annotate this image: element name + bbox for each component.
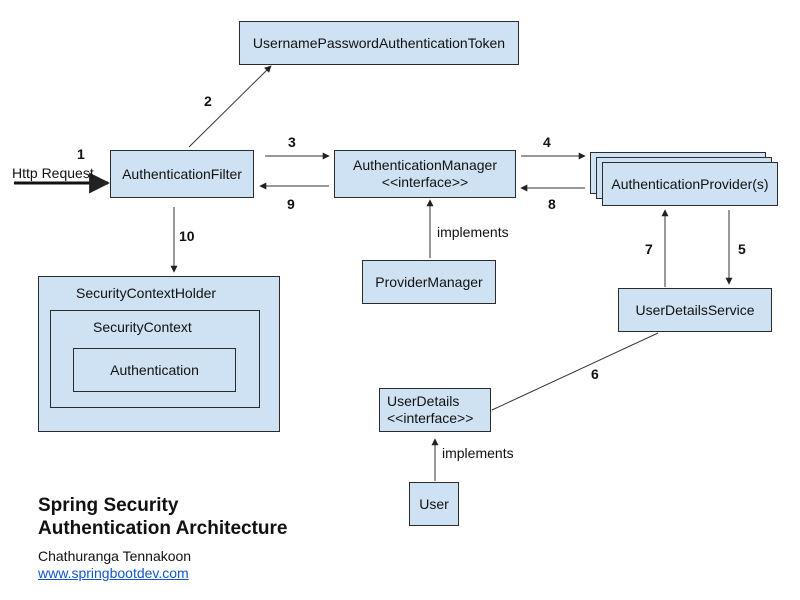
token-box: UsernamePasswordAuthenticationToken (239, 21, 519, 65)
authentication-filter-label: AuthenticationFilter (122, 165, 242, 182)
title-line-1: Spring Security (38, 495, 179, 516)
step-7: 7 (645, 241, 653, 257)
step-2: 2 (204, 93, 212, 109)
step-6: 6 (591, 366, 599, 382)
author-name: Chathuranga Tennakoon (38, 548, 192, 564)
step-10: 10 (179, 228, 195, 244)
authentication-box: Authentication (73, 348, 236, 392)
provider-manager-label: ProviderManager (375, 273, 483, 290)
authentication-manager-stereotype: <<interface>> (381, 174, 469, 190)
edge-6 (491, 332, 659, 411)
step-1: 1 (77, 146, 85, 162)
authentication-label: Authentication (110, 361, 199, 378)
authentication-filter-box: AuthenticationFilter (110, 150, 254, 198)
security-context-label: SecurityContext (93, 319, 192, 335)
user-details-stereotype: <<interface>> (387, 410, 474, 426)
title-line-2: Authentication Architecture (38, 518, 288, 539)
author-block: Chathuranga Tennakoon www.springbootdev.… (38, 548, 191, 582)
edge-2 (188, 65, 272, 148)
token-label: UsernamePasswordAuthenticationToken (252, 34, 506, 51)
authentication-manager-box: AuthenticationManager <<interface>> (334, 150, 516, 198)
security-context-holder-label: SecurityContextHolder (76, 285, 217, 301)
http-request-label: Http Request (12, 165, 94, 181)
user-label: User (419, 495, 449, 512)
authentication-provider-label: AuthenticationProvider(s) (611, 175, 769, 192)
diagram-title: Spring Security Authentication Architect… (38, 494, 288, 540)
user-details-service-box: UserDetailsService (618, 288, 772, 332)
provider-manager-box: ProviderManager (362, 260, 496, 304)
user-details-label: UserDetails (387, 393, 460, 409)
author-website-link[interactable]: www.springbootdev.com (38, 565, 189, 581)
user-details-box: UserDetails <<interface>> (379, 388, 491, 432)
step-4: 4 (543, 134, 551, 150)
user-box: User (409, 482, 459, 526)
authentication-provider-box: AuthenticationProvider(s) (602, 162, 778, 206)
implements-manager-label: implements (437, 224, 509, 240)
user-details-service-label: UserDetailsService (635, 301, 755, 318)
authentication-manager-label: AuthenticationManager (353, 157, 497, 173)
step-3: 3 (288, 134, 296, 150)
step-8: 8 (548, 196, 556, 212)
step-5: 5 (738, 241, 746, 257)
step-9: 9 (287, 196, 295, 212)
implements-user-label: implements (442, 445, 514, 461)
